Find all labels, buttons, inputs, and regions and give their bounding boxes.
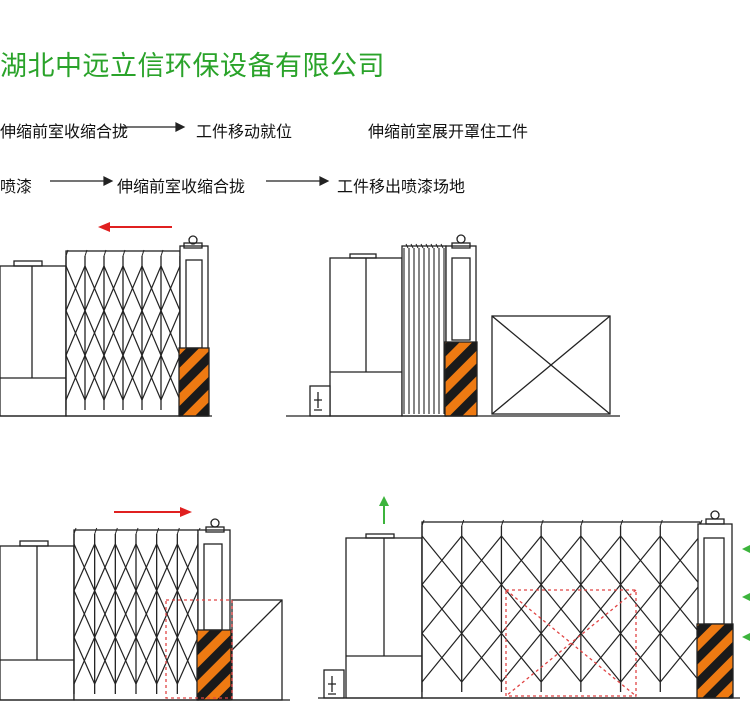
panel-3-dashed-outline: [165, 599, 233, 699]
panel-4: [318, 510, 740, 699]
step-collapse-again: 伸缩前室收缩合拢: [117, 177, 246, 196]
step-collapse: 伸缩前室收缩合拢: [0, 122, 129, 141]
step-workpiece-out: 工件移出喷漆场地: [337, 177, 466, 196]
panel-1: [0, 235, 212, 417]
panel-4-dashed-workpiece: [505, 589, 637, 697]
right-arrow-red: [114, 507, 192, 517]
panel-2: [286, 234, 620, 417]
panel-3: [0, 518, 290, 701]
step-spray: 喷漆: [0, 177, 33, 196]
step-workpiece-in-position: 工件移动就位: [196, 122, 293, 141]
company-name: 湖北中远立信环保设备有限公司: [0, 51, 385, 82]
step-expand-cover: 伸缩前室展开罩住工件: [368, 122, 529, 141]
flow-arrows: [50, 122, 330, 186]
side-arrows-green: [742, 545, 750, 641]
left-arrow-red: [98, 222, 172, 232]
up-arrow-green: [379, 496, 389, 524]
